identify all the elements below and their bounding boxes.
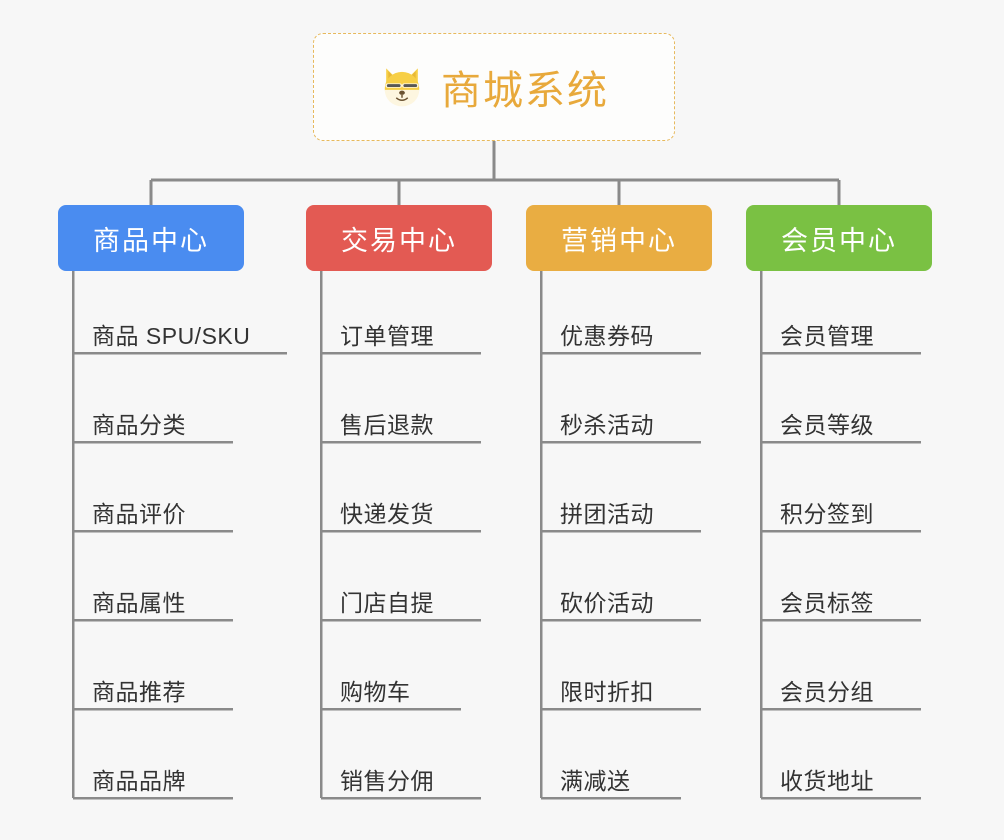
leaf-item-label: 门店自提	[340, 590, 434, 616]
leaf-item-label: 购物车	[340, 679, 411, 705]
root-title: 商城系统	[441, 69, 609, 113]
leaf-item-label: 拼团活动	[560, 501, 654, 527]
leaf-item[interactable]: 商品分类	[58, 410, 233, 440]
leaf-item-label: 积分签到	[780, 501, 874, 527]
leaf-item-label: 满减送	[560, 768, 631, 794]
leaf-item[interactable]: 商品属性	[58, 588, 233, 618]
leaf-item[interactable]: 订单管理	[306, 321, 481, 351]
leaf-item[interactable]: 购物车	[306, 677, 461, 707]
leaf-item[interactable]: 会员分组	[746, 677, 921, 707]
leaf-item-label: 限时折扣	[560, 679, 654, 705]
leaf-item-label: 会员等级	[780, 412, 874, 438]
root-node[interactable]: 商城系统	[313, 33, 675, 141]
leaf-item[interactable]: 商品评价	[58, 499, 233, 529]
leaf-item[interactable]: 快递发货	[306, 499, 481, 529]
leaf-item[interactable]: 拼团活动	[526, 499, 701, 529]
leaf-item-label: 商品分类	[92, 412, 186, 438]
leaf-item[interactable]: 会员管理	[746, 321, 921, 351]
leaf-item[interactable]: 销售分佣	[306, 766, 481, 796]
leaf-item-label: 售后退款	[340, 412, 434, 438]
leaf-item[interactable]: 优惠券码	[526, 321, 701, 351]
leaf-item-label: 快递发货	[340, 501, 434, 527]
leaf-item[interactable]: 满减送	[526, 766, 681, 796]
leaf-item[interactable]: 砍价活动	[526, 588, 701, 618]
category-header-trade-center[interactable]: 交易中心	[306, 205, 492, 271]
leaf-item[interactable]: 会员等级	[746, 410, 921, 440]
leaf-item-label: 会员管理	[780, 323, 874, 349]
leaf-item-label: 秒杀活动	[560, 412, 654, 438]
leaf-item[interactable]: 收货地址	[746, 766, 921, 796]
leaf-item[interactable]: 商品 SPU/SKU	[58, 321, 287, 351]
leaf-item-label: 商品 SPU/SKU	[92, 323, 251, 349]
leaf-item[interactable]: 门店自提	[306, 588, 481, 618]
leaf-item[interactable]: 商品推荐	[58, 677, 233, 707]
category-header-product-center[interactable]: 商品中心	[58, 205, 244, 271]
leaf-item-label: 会员分组	[780, 679, 874, 705]
leaf-item[interactable]: 会员标签	[746, 588, 921, 618]
leaf-item[interactable]: 限时折扣	[526, 677, 701, 707]
leaf-item-label: 收货地址	[780, 768, 874, 794]
leaf-item-label: 商品评价	[92, 501, 186, 527]
leaf-item[interactable]: 售后退款	[306, 410, 481, 440]
leaf-item-label: 商品品牌	[92, 768, 186, 794]
leaf-item[interactable]: 商品品牌	[58, 766, 233, 796]
leaf-item-label: 砍价活动	[560, 590, 654, 616]
leaf-item-label: 订单管理	[340, 323, 434, 349]
leaf-item-label: 商品属性	[92, 590, 186, 616]
category-header-marketing-center[interactable]: 营销中心	[526, 205, 712, 271]
leaf-item[interactable]: 秒杀活动	[526, 410, 701, 440]
leaf-item-label: 会员标签	[780, 590, 874, 616]
leaf-item-label: 销售分佣	[340, 768, 434, 794]
shiba-dog-face-icon	[379, 64, 425, 110]
leaf-item-label: 优惠券码	[560, 323, 654, 349]
category-header-member-center[interactable]: 会员中心	[746, 205, 932, 271]
leaf-item-label: 商品推荐	[92, 679, 186, 705]
leaf-item[interactable]: 积分签到	[746, 499, 921, 529]
